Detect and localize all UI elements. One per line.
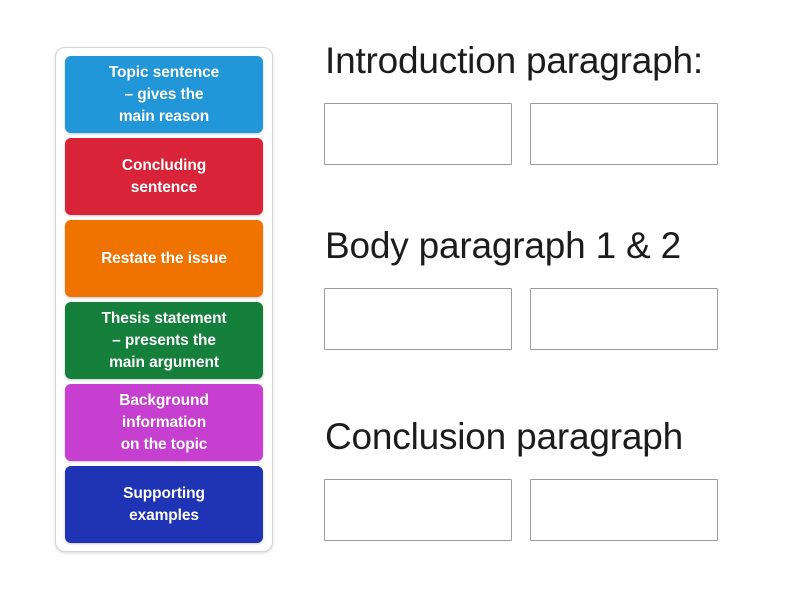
tile-label: Background information on the topic <box>119 391 209 453</box>
drop-slot[interactable] <box>324 479 512 541</box>
group-introduction: Introduction paragraph: <box>324 38 744 213</box>
draggable-tile[interactable]: Concluding sentence <box>65 138 263 215</box>
group-title: Introduction paragraph: <box>325 40 703 81</box>
drop-slot[interactable] <box>530 103 718 165</box>
draggable-tile[interactable]: Restate the issue <box>65 220 263 297</box>
drop-slot-row <box>324 479 744 541</box>
tile-label: Thesis statement – presents the main arg… <box>101 309 227 371</box>
drop-slot[interactable] <box>530 479 718 541</box>
drop-slot[interactable] <box>324 103 512 165</box>
tile-label: Supporting examples <box>123 484 205 524</box>
drop-slot[interactable] <box>324 288 512 350</box>
tile-label: Topic sentence – gives the main reason <box>108 63 220 125</box>
draggable-tile[interactable]: Supporting examples <box>65 466 263 543</box>
group-title: Conclusion paragraph <box>325 416 684 457</box>
drop-slot-row <box>324 288 744 350</box>
draggable-tile[interactable]: Background information on the topic <box>65 384 263 461</box>
drop-slot[interactable] <box>530 288 718 350</box>
tile-label: Concluding sentence <box>121 156 207 196</box>
group-conclusion: Conclusion paragraph <box>324 418 744 593</box>
tile-panel: Topic sentence – gives the main reason C… <box>55 47 273 552</box>
draggable-tile[interactable]: Topic sentence – gives the main reason <box>65 56 263 133</box>
group-list: Introduction paragraph: Body paragraph 1… <box>324 38 744 563</box>
group-title: Body paragraph 1 & 2 <box>325 225 681 266</box>
tile-label: Restate the issue <box>101 249 227 267</box>
drop-slot-row <box>324 103 744 165</box>
tile-list: Topic sentence – gives the main reason C… <box>65 56 263 543</box>
draggable-tile[interactable]: Thesis statement – presents the main arg… <box>65 302 263 379</box>
group-body: Body paragraph 1 & 2 <box>324 227 744 402</box>
